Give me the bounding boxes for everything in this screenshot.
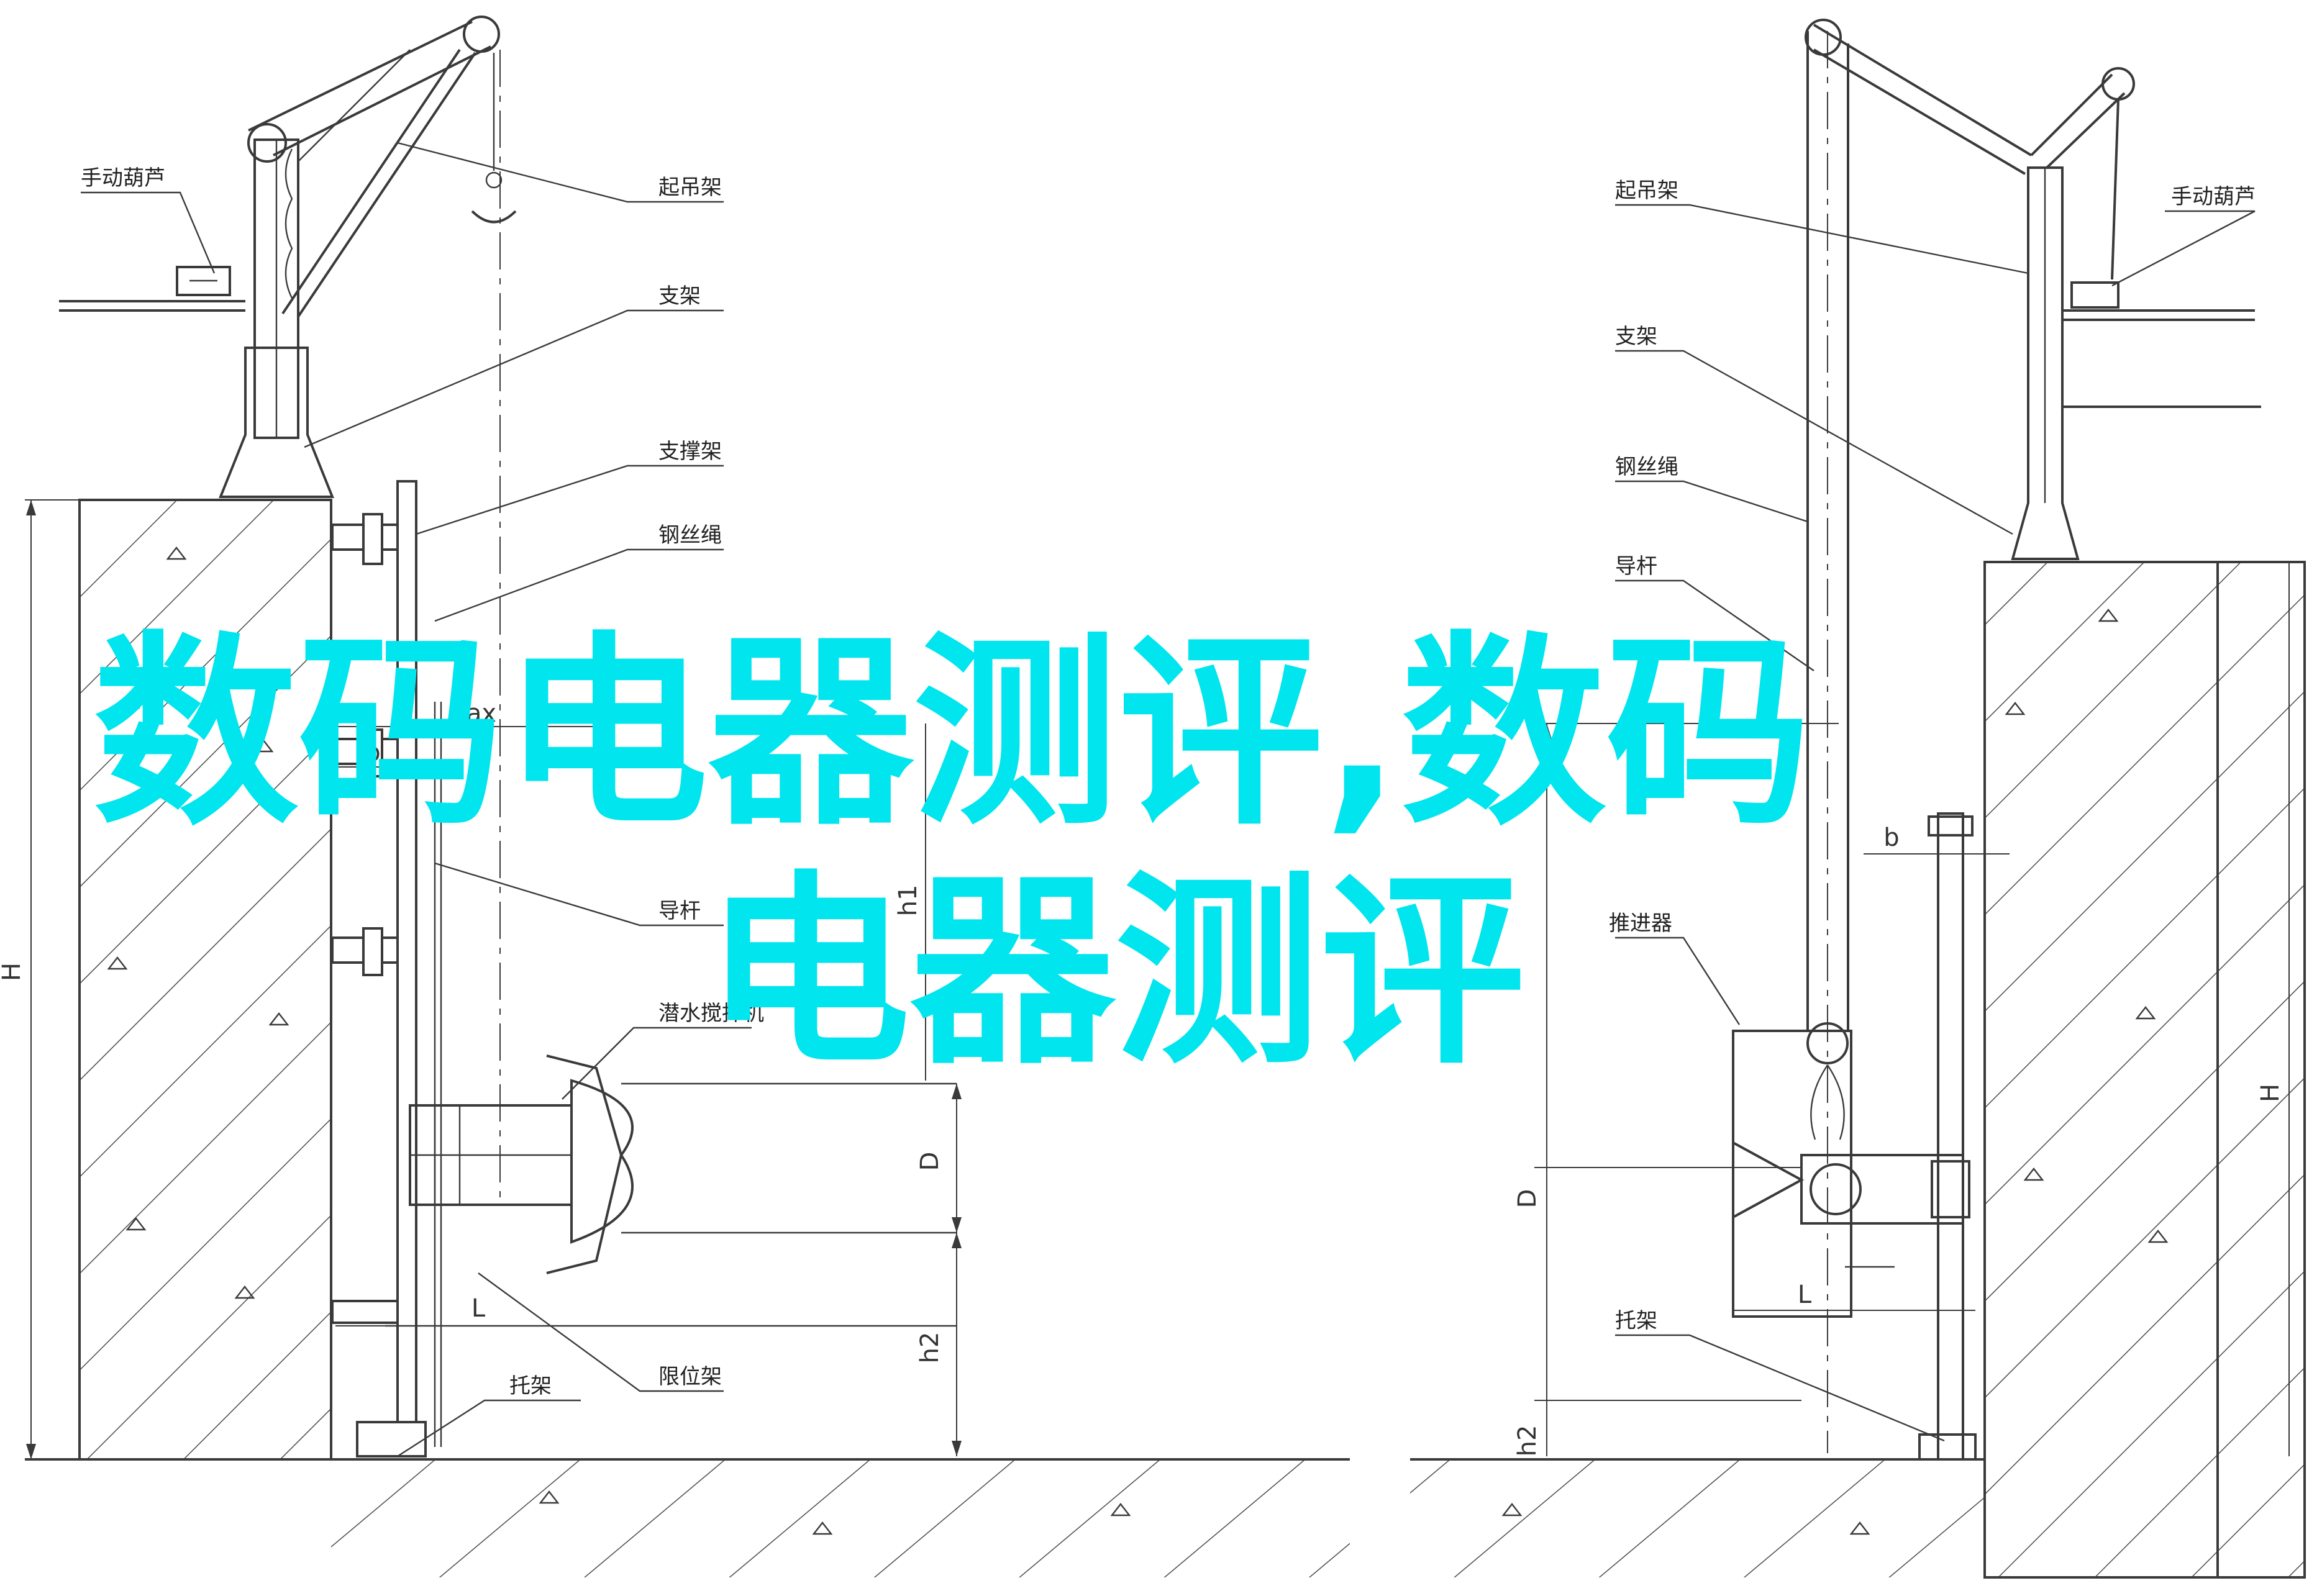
left-dim-a: ax: [467, 699, 496, 728]
left-label-hoist: 手动葫芦: [81, 166, 165, 191]
left-label-brace: 支撑架: [658, 439, 722, 464]
left-tank-wall: [78, 499, 332, 1461]
left-label-limit-frame: 限位架: [658, 1364, 722, 1389]
left-label-lifting-frame: 起吊架: [658, 175, 722, 200]
left-dim-h2: h2: [916, 1332, 944, 1364]
left-dim-D: D: [916, 1152, 944, 1171]
watermark-line-2: 电器测评: [705, 853, 1525, 1092]
right-label-lifting-frame: 起吊架: [1615, 178, 1678, 203]
right-label-wire-rope: 钢丝绳: [1615, 455, 1678, 479]
left-dim-H: H: [0, 963, 26, 981]
left-label-support: 支架: [658, 284, 701, 309]
right-dim-h2: h2: [1513, 1425, 1542, 1457]
right-label-guide-rod: 导杆: [1615, 554, 1657, 579]
left-dim-h1: h1: [894, 885, 922, 917]
right-tank-wall: [1983, 561, 2306, 1579]
right-tank: H: [1410, 19, 2306, 1579]
left-tank: H: [0, 16, 1350, 1577]
right-label-support: 支架: [1615, 324, 1657, 349]
left-dim-L: L: [471, 1294, 486, 1323]
watermark-line-1: 数码电器测评,数码: [93, 614, 1811, 853]
left-label-mixer: 潜水搅拌机: [658, 1001, 764, 1026]
right-label-propeller: 推进器: [1609, 911, 1672, 936]
right-label-hoist: 手动葫芦: [2171, 184, 2256, 209]
left-tank-floor: [331, 1459, 1350, 1577]
left-label-wire-rope: 钢丝绳: [658, 523, 722, 548]
right-dim-L: L: [1798, 1281, 1812, 1309]
right-label-bracket: 托架: [1615, 1308, 1657, 1333]
left-mixer-body: [385, 1054, 957, 1327]
right-dim-H: H: [2256, 1084, 2285, 1102]
right-dim-D: D: [1513, 1189, 1542, 1208]
right-dim-b: b: [1883, 823, 1899, 852]
left-label-guide-rod: 导杆: [658, 899, 701, 923]
right-propeller-body: [1732, 1030, 1970, 1318]
left-dim-b: b: [365, 738, 380, 767]
left-label-bracket: 托架: [509, 1374, 552, 1399]
right-tank-wall-inner: [1985, 562, 2183, 1428]
right-tank-floor: [1410, 1459, 1985, 1577]
